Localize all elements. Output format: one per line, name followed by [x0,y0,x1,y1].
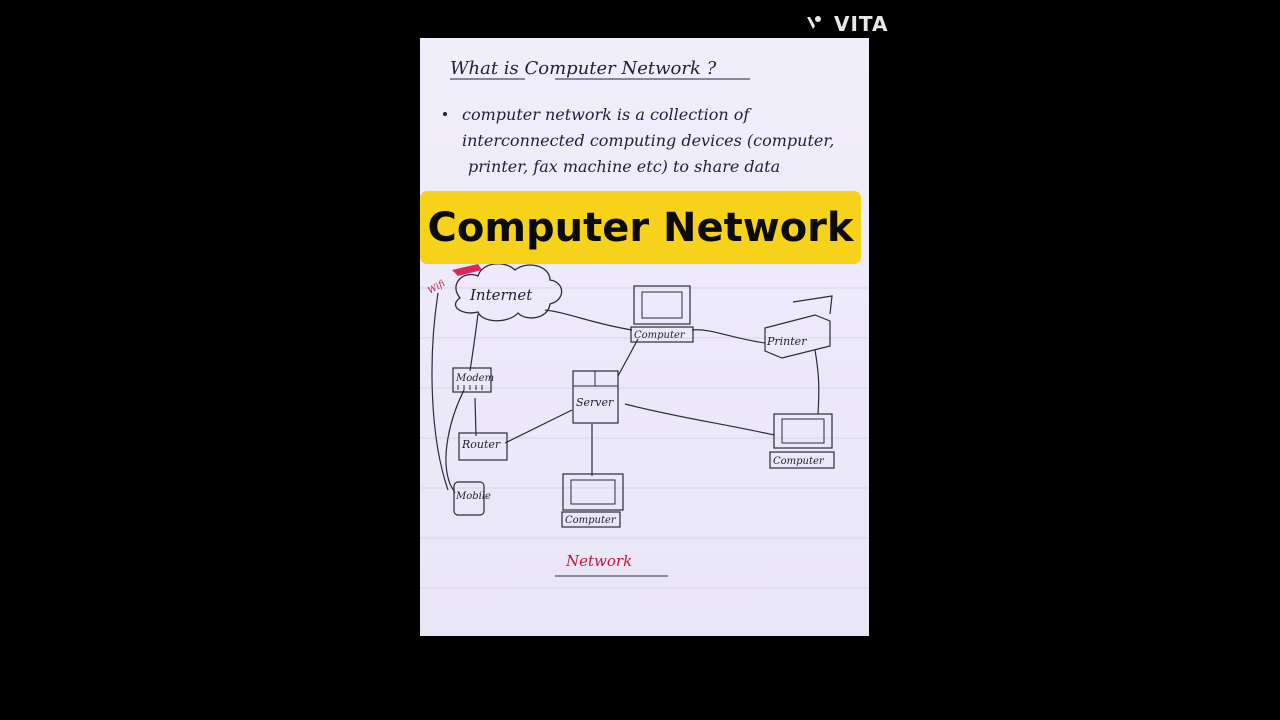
node-computer-right: Computer [773,456,825,467]
title-banner: Computer Network [420,191,861,264]
notebook-page: What is Computer Network ? computer netw… [420,38,869,636]
node-printer: Printer [766,335,807,348]
bullet-dot [443,112,447,116]
node-mobile: Mobile [455,491,491,502]
computer-bottom-icon [562,473,624,511]
computer-right-icon [773,413,833,449]
node-internet: Internet [469,286,533,304]
node-computer-top: Computer [634,330,686,341]
node-server: Server [576,396,614,409]
computer-top-icon [633,285,691,325]
node-router: Router [461,438,501,451]
watermark-text: VITA [834,12,889,36]
handwritten-diagram: What is Computer Network ? computer netw… [420,58,869,589]
internet-cloud-icon [454,263,563,322]
bullet-line-3: printer, fax machine etc) to share data [468,157,780,176]
bullet-line-1: computer network is a collection of [462,105,752,124]
note-heading: What is Computer Network ? [450,58,717,79]
vita-logo-icon [807,16,821,29]
node-modem: Modem [455,373,494,384]
bullet-line-2: interconnected computing devices (comput… [462,131,834,150]
vita-watermark: VITA [804,10,889,38]
wifi-signal-icon [452,264,482,276]
banner-title: Computer Network [427,204,854,251]
diagram-caption: Network [565,552,632,570]
modem-icon [452,367,492,393]
mobile-icon [453,481,485,516]
router-icon [458,432,508,461]
node-computer-bottom: Computer [565,515,617,526]
wifi-label: Wifi [427,279,448,297]
printer-icon [764,314,831,359]
